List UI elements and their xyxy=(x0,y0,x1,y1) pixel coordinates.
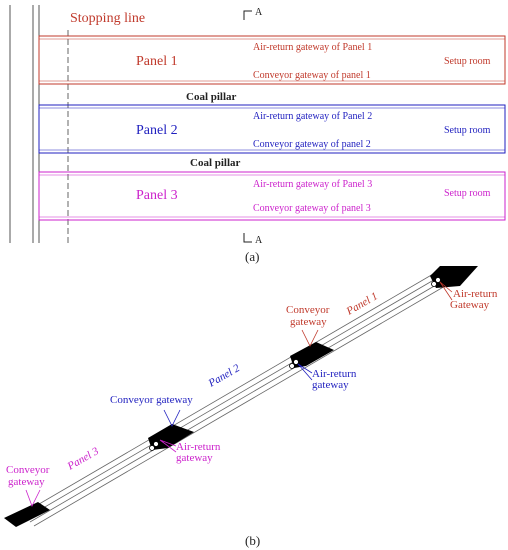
roadway-line xyxy=(25,273,445,519)
p2-air-return-line2: gateway xyxy=(312,379,349,391)
gateway-opening xyxy=(153,441,159,447)
p1-conveyor-gateway-line2: gateway xyxy=(290,316,327,328)
p2-air-return-leader xyxy=(297,363,313,381)
gateway-opening xyxy=(431,281,437,287)
panel-1-conveyor: Conveyor gateway of panel 1 xyxy=(253,70,371,81)
section-view: Panel 1 Conveyor gateway Air-return Gate… xyxy=(4,266,498,548)
figure-b-label: (b) xyxy=(245,533,260,548)
coal-pillar-2-label: Coal pillar xyxy=(190,157,241,169)
panel-2-goaf-block xyxy=(148,424,194,450)
panel-3-air-return: Air-return gateway of Panel 3 xyxy=(253,179,372,190)
p1-air-return-line1: Air-return xyxy=(453,288,498,300)
panel-1-setup-room: Setup room xyxy=(444,56,491,67)
p3-air-return-leader xyxy=(159,439,177,453)
panel-3-goaf-block xyxy=(4,502,50,527)
panel-1-outline xyxy=(38,35,506,85)
p3-conveyor-leader xyxy=(25,489,41,507)
gateway-opening xyxy=(293,359,299,365)
section-mark-bottom xyxy=(243,233,252,243)
panel-3-label: Panel 3 xyxy=(136,188,178,203)
stopping-line-label: Stopping line xyxy=(70,11,145,26)
section-mark-bottom-label: A xyxy=(255,235,263,246)
p2-air-return-line1: Air-return xyxy=(312,368,357,380)
panel-2-label: Panel 2 xyxy=(136,123,178,138)
setup-end-block xyxy=(430,266,478,288)
panel-3-outline xyxy=(38,171,506,221)
roadway-line xyxy=(21,269,441,515)
gateway-opening xyxy=(149,445,155,451)
plan-view: Stopping line A A Panel 1 Air-return gat… xyxy=(9,5,506,264)
p2-conveyor-leader xyxy=(163,409,181,427)
p1-air-return-line2: Gateway xyxy=(450,299,490,311)
section-mark-top xyxy=(243,10,252,20)
gateway-opening xyxy=(435,277,441,283)
section-panel-2-label: Panel 2 xyxy=(206,362,243,390)
section-mark-top-label: A xyxy=(255,7,263,18)
p1-conveyor-gateway-line1: Conveyor xyxy=(286,304,330,316)
roadway-line xyxy=(29,277,449,523)
section-panel-1-label: Panel 1 xyxy=(344,290,380,318)
p3-air-return-line1: Air-return xyxy=(176,441,221,453)
p1-conveyor-leader xyxy=(301,329,319,347)
panel-1-air-return: Air-return gateway of Panel 1 xyxy=(253,42,372,53)
p3-air-return-line2: gateway xyxy=(176,452,213,464)
panel-2-air-return: Air-return gateway of Panel 2 xyxy=(253,111,372,122)
panel-3-setup-room: Setup room xyxy=(444,188,491,199)
coal-pillar-1-label: Coal pillar xyxy=(186,91,237,103)
panel-2-conveyor: Conveyor gateway of panel 2 xyxy=(253,139,371,150)
panel-1-label: Panel 1 xyxy=(136,54,178,69)
panel-3-conveyor: Conveyor gateway of panel 3 xyxy=(253,203,371,214)
gateway-opening xyxy=(289,363,295,369)
p2-conveyor-gateway: Conveyor gateway xyxy=(110,394,193,406)
figure-a-label: (a) xyxy=(245,249,259,264)
panel-2-setup-room: Setup room xyxy=(444,125,491,136)
p3-conveyor-gateway-line1: Conveyor xyxy=(6,464,50,476)
panel-2-outline xyxy=(38,104,506,154)
p1-air-return-leader xyxy=(439,281,453,301)
panel-1-goaf-block xyxy=(290,342,334,368)
p3-conveyor-gateway-line2: gateway xyxy=(8,476,45,488)
section-panel-3-label: Panel 3 xyxy=(65,445,102,473)
roadway-line xyxy=(33,281,453,527)
